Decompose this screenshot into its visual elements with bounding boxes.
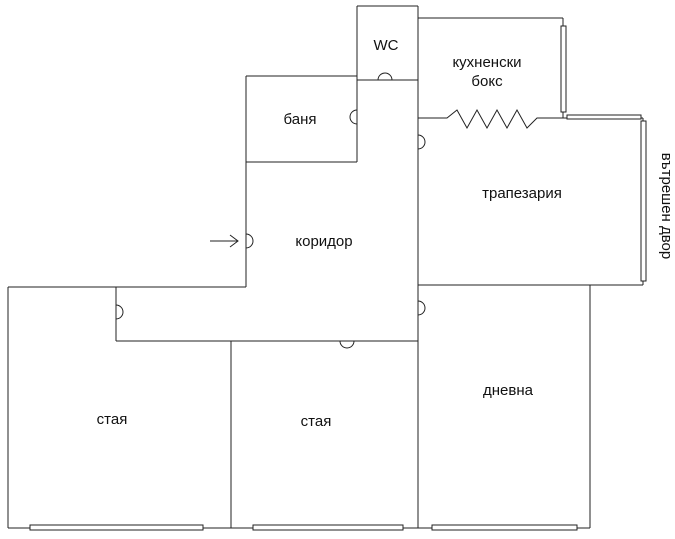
label-bath: баня <box>284 111 317 128</box>
label-yard: вътрешен двор <box>658 153 675 259</box>
label-wc: WC <box>374 37 399 54</box>
walls <box>7 5 644 529</box>
doors <box>115 72 426 349</box>
entrance-arrow-icon <box>210 234 239 248</box>
label-corridor: коридор <box>295 233 352 250</box>
window-living <box>431 524 578 531</box>
label-kitchen-line1: кухненски <box>452 54 521 71</box>
window-middle-room <box>252 524 404 531</box>
window-dining-right <box>640 120 647 282</box>
door-dining <box>417 300 426 316</box>
room-labels: WC кухненски бокс баня трапезария коридо… <box>97 37 675 430</box>
label-room-left: стая <box>97 411 128 428</box>
label-living: дневна <box>483 382 534 399</box>
door-wc <box>377 72 393 81</box>
door-middle-room <box>339 340 355 349</box>
window-kitchen <box>560 25 567 113</box>
label-dining: трапезария <box>482 185 562 202</box>
window-left-room <box>29 524 204 531</box>
door-bath <box>349 109 358 125</box>
windows <box>29 25 647 531</box>
door-entrance <box>245 233 254 249</box>
door-kitchen <box>417 134 426 150</box>
kitchen-counter-zigzag <box>418 108 563 130</box>
label-room-middle: стая <box>301 413 332 430</box>
label-kitchen-line2: бокс <box>471 73 503 90</box>
door-left-room <box>115 304 124 320</box>
window-dining-top <box>566 114 642 120</box>
